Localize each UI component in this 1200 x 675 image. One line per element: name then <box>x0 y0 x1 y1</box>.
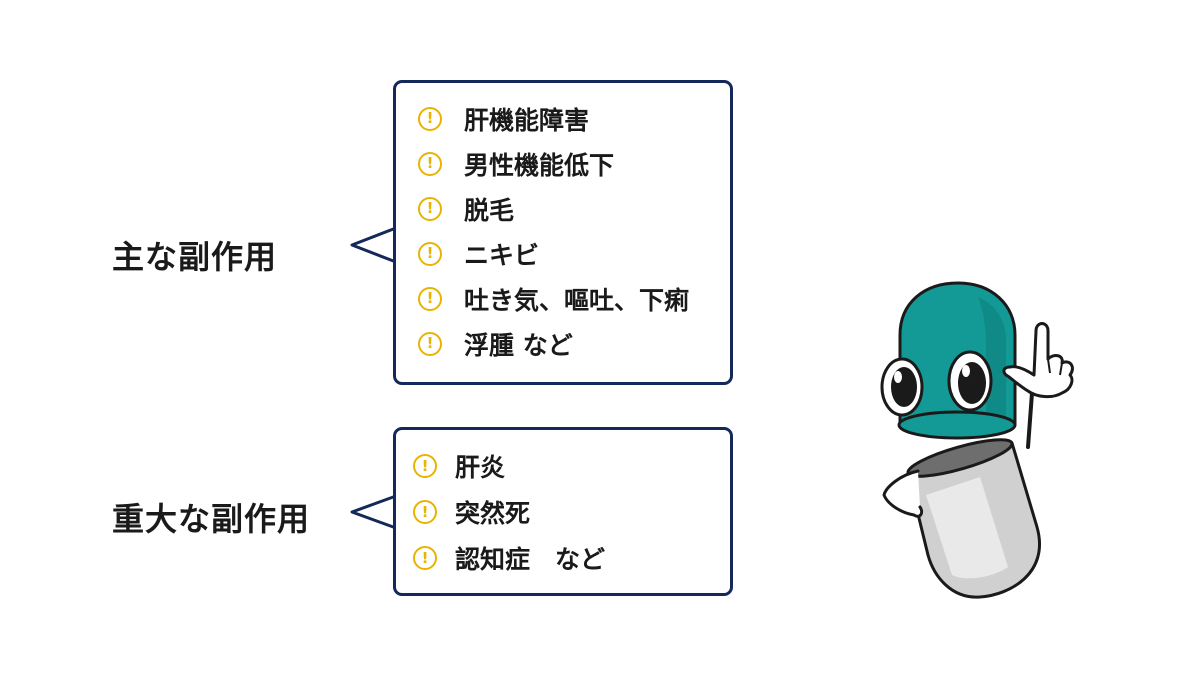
list-item: ! 浮腫 など <box>418 321 689 366</box>
serious-side-effects-list: ! 肝炎 ! 突然死 ! 認知症 など <box>413 443 605 581</box>
bubble-tail-main <box>350 226 397 264</box>
list-item: ! 認知症 など <box>413 535 605 581</box>
side-effect-text: ニキビ <box>464 240 540 270</box>
side-effect-text: 肝炎 <box>455 453 506 482</box>
side-effect-text: 吐き気、嘔吐、下痢 <box>464 285 690 315</box>
capsule-mascot-illustration <box>880 281 1074 599</box>
exclamation-circle-icon: ! <box>418 196 442 221</box>
list-item: ! 脱毛 <box>418 186 689 231</box>
side-effect-text: 浮腫 など <box>464 330 573 360</box>
main-side-effects-list: ! 肝機能障害 ! 男性機能低下 ! 脱毛 ! ニキビ ! 吐き気、嘔吐、下痢 … <box>418 96 689 366</box>
exclamation-circle-icon: ! <box>418 241 442 266</box>
side-effect-text: 男性機能低下 <box>464 150 615 180</box>
side-effect-text: 突然死 <box>455 499 531 528</box>
main-side-effects-bubble: ! 肝機能障害 ! 男性機能低下 ! 脱毛 ! ニキビ ! 吐き気、嘔吐、下痢 … <box>393 80 733 385</box>
exclamation-circle-icon: ! <box>418 331 442 356</box>
exclamation-circle-icon: ! <box>413 500 437 524</box>
list-item: ! 男性機能低下 <box>418 141 689 186</box>
mascot-pointing-hand <box>1002 322 1074 449</box>
mascot-eyes <box>880 350 993 417</box>
exclamation-circle-icon: ! <box>413 546 437 570</box>
list-item: ! ニキビ <box>418 231 689 276</box>
bubble-tail-serious <box>350 494 397 530</box>
side-effect-text: 肝機能障害 <box>464 105 590 135</box>
main-side-effects-label: 主な副作用 <box>112 238 278 276</box>
list-item: ! 肝機能障害 <box>418 96 689 141</box>
exclamation-circle-icon: ! <box>413 454 437 478</box>
side-effect-text: 認知症 など <box>455 545 606 574</box>
capsule-body <box>906 438 1041 599</box>
exclamation-circle-icon: ! <box>418 106 442 131</box>
list-item: ! 突然死 <box>413 489 605 535</box>
list-item: ! 吐き気、嘔吐、下痢 <box>418 276 689 321</box>
mascot-left-arm <box>882 469 924 518</box>
side-effect-text: 脱毛 <box>464 195 515 225</box>
exclamation-circle-icon: ! <box>418 286 442 311</box>
list-item: ! 肝炎 <box>413 443 605 489</box>
exclamation-circle-icon: ! <box>418 151 442 176</box>
serious-side-effects-label: 重大な副作用 <box>112 500 311 538</box>
serious-side-effects-bubble: ! 肝炎 ! 突然死 ! 認知症 など <box>393 427 733 596</box>
